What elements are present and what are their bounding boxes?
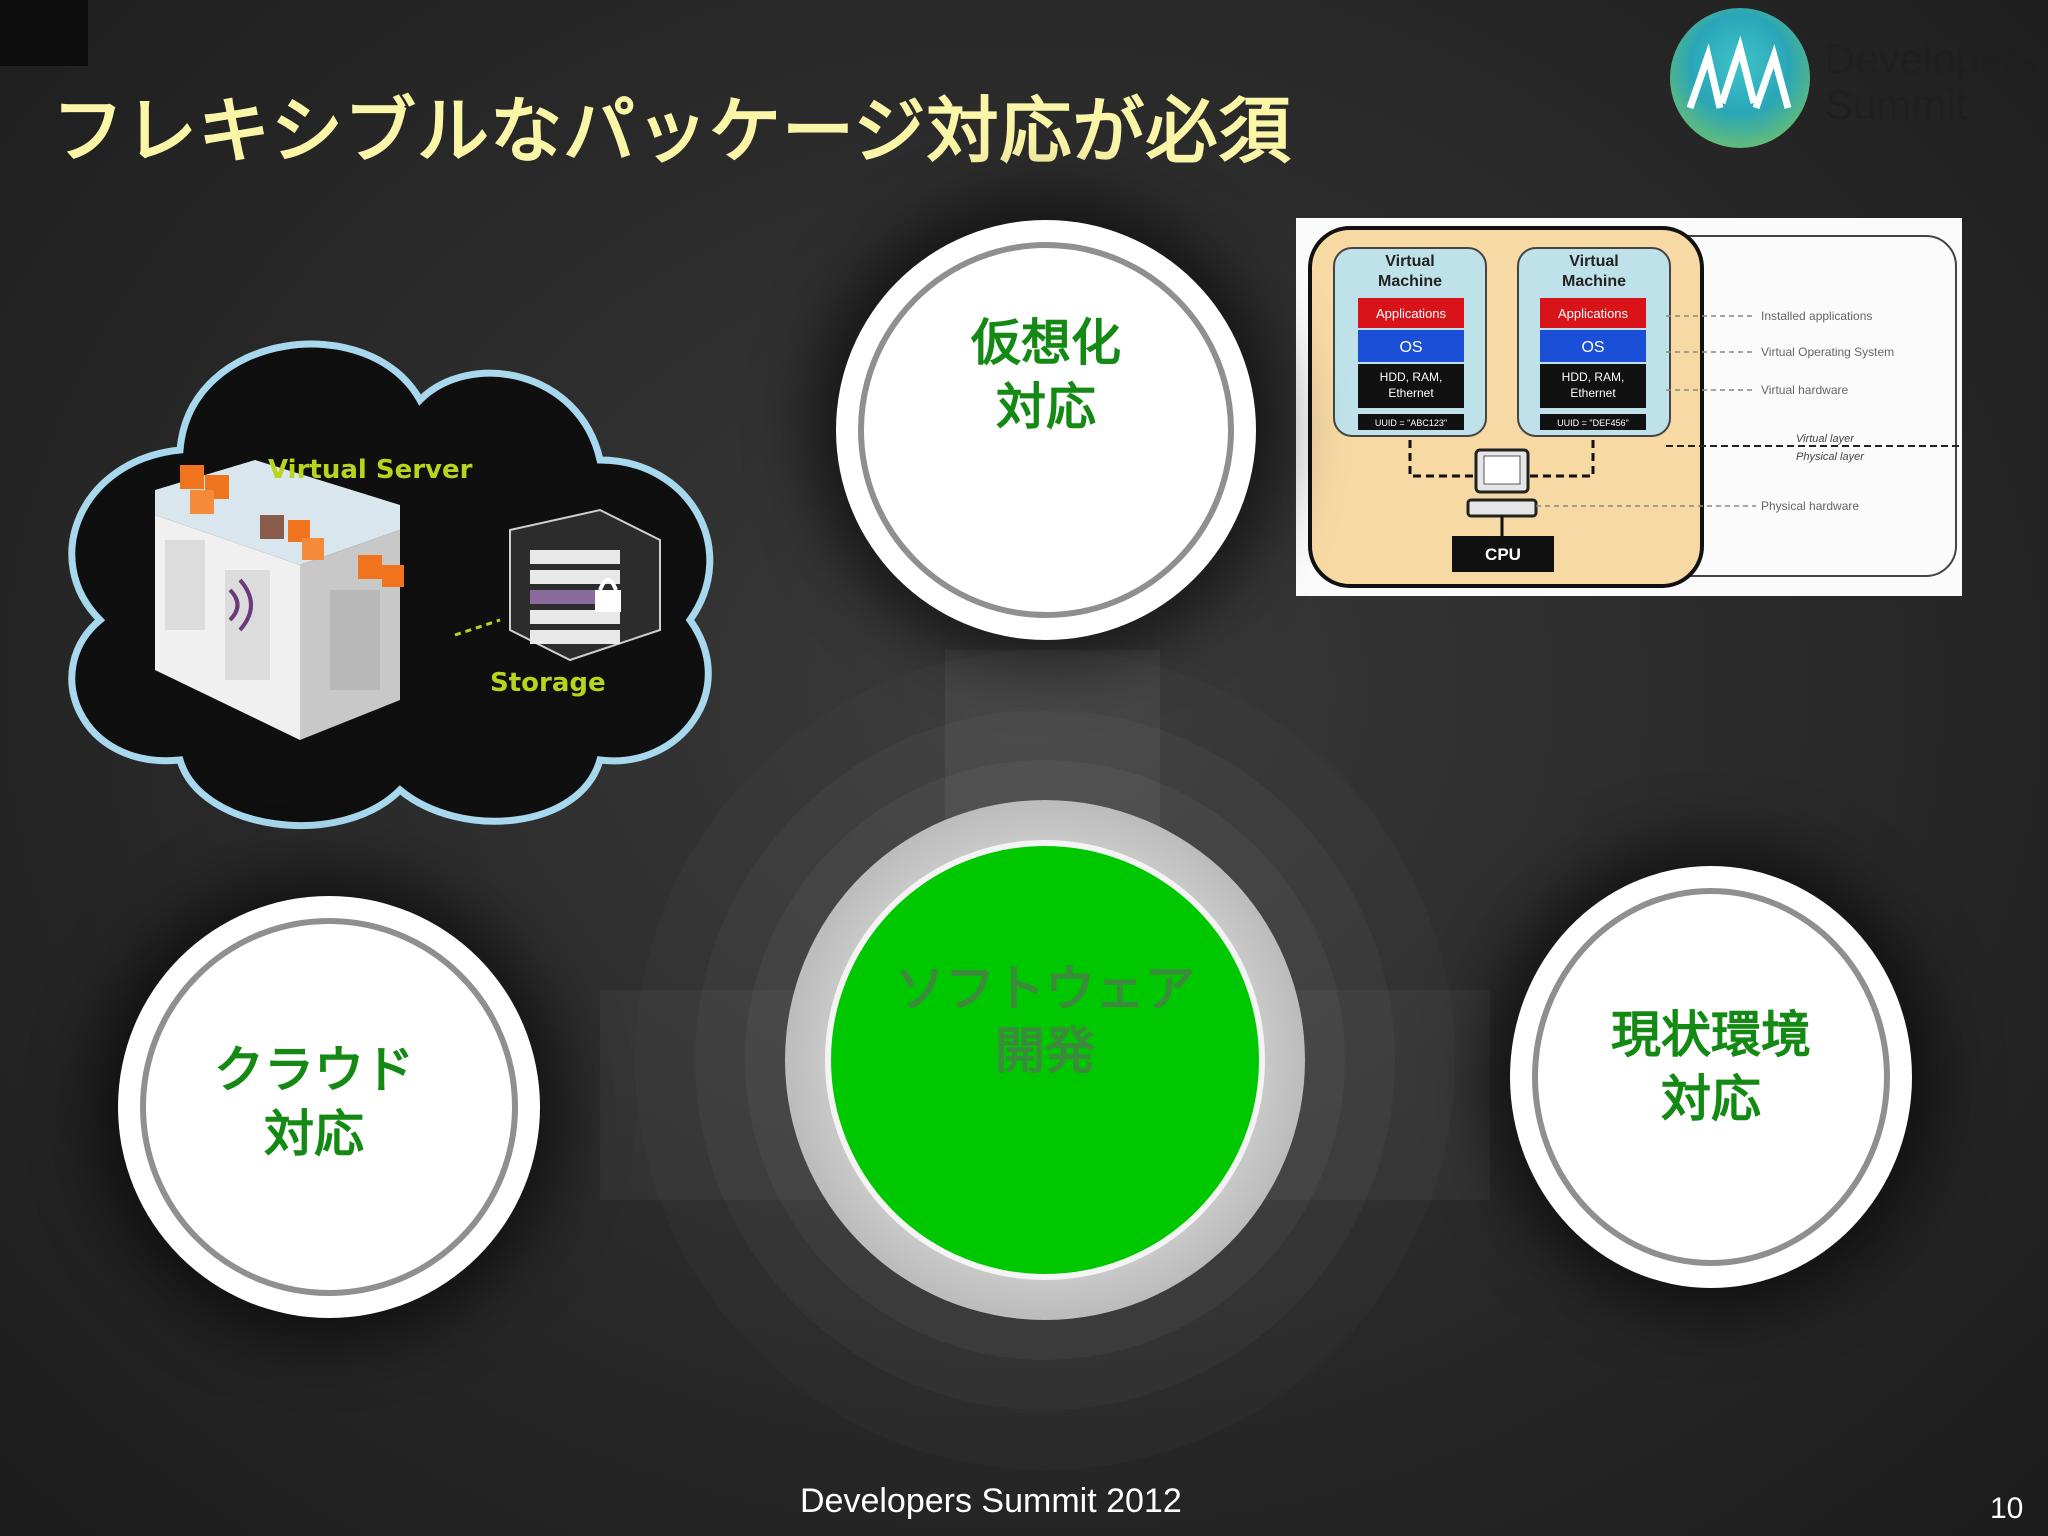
cloud-illustration: Virtual Server Storage bbox=[40, 290, 740, 850]
circle-software-dev-label: ソフトウェア 開発 bbox=[895, 958, 1195, 1082]
circle-software-dev-line2: 開発 bbox=[995, 1022, 1095, 1080]
slide-title: フレキシブルなパッケージ対応が必須 bbox=[52, 89, 1292, 173]
circle-cloud-line2: 対応 bbox=[264, 1105, 364, 1163]
annotation-vos: Virtual Operating System bbox=[1761, 345, 1894, 359]
center-inner-disc: ソフトウェア 開発 bbox=[825, 840, 1265, 1280]
computer-icon bbox=[1466, 448, 1538, 518]
vm1-uuid: UUID = "ABC123" bbox=[1375, 418, 1447, 428]
circle-current-env-label: 現状環境 対応 bbox=[1611, 1003, 1811, 1131]
vm1-title2: Machine bbox=[1378, 273, 1442, 290]
vm1-hw1: HDD, RAM, bbox=[1380, 370, 1443, 384]
circle-virtualization-label: 仮想化 対応 bbox=[971, 311, 1121, 439]
vm1-hw2: Ethernet bbox=[1388, 386, 1434, 400]
vm2-title2: Machine bbox=[1562, 273, 1626, 290]
vm1-title1: Virtual bbox=[1385, 253, 1435, 270]
annotation-player: Physical layer bbox=[1796, 451, 1865, 463]
virtual-server-label: Virtual Server bbox=[268, 455, 473, 485]
vm1-apps: Applications bbox=[1376, 306, 1447, 321]
storage-label: Storage bbox=[490, 668, 606, 698]
circle-current-env-line1: 現状環境 bbox=[1611, 1006, 1811, 1064]
circle-cloud-line1: クラウド bbox=[214, 1041, 414, 1099]
footer-text: Developers Summit 2012 bbox=[800, 1482, 1182, 1520]
annotation-vhw: Virtual hardware bbox=[1761, 383, 1848, 397]
vm2-os: OS bbox=[1581, 339, 1604, 356]
server-rack-icon bbox=[155, 460, 404, 740]
circle-software-dev-line1: ソフトウェア bbox=[895, 960, 1195, 1018]
annotation-phw: Physical hardware bbox=[1761, 499, 1859, 513]
vm2-uuid: UUID = "DEF456" bbox=[1557, 418, 1629, 428]
circle-cloud-label: クラウド 対応 bbox=[214, 1038, 414, 1166]
developers-summit-logo: Developers Summit bbox=[1670, 8, 2040, 148]
logo-text: Developers Summit bbox=[1825, 36, 2037, 128]
circle-virtualization-line2: 対応 bbox=[996, 378, 1096, 436]
logo-line1: Developers bbox=[1825, 35, 2038, 82]
vm2-title1: Virtual bbox=[1569, 253, 1619, 270]
circle-current-env-line2: 対応 bbox=[1661, 1070, 1761, 1128]
logo-line2: Summit bbox=[1825, 81, 1968, 128]
vm1-os: OS bbox=[1399, 339, 1422, 356]
corner-block bbox=[0, 0, 88, 66]
vm2-hw1: HDD, RAM, bbox=[1562, 370, 1625, 384]
circle-virtualization-line1: 仮想化 bbox=[971, 314, 1121, 372]
page-number: 10 bbox=[1990, 1492, 2024, 1525]
logo-emblem-icon bbox=[1670, 8, 1810, 148]
vm2-hw2: Ethernet bbox=[1570, 386, 1616, 400]
vm2-apps: Applications bbox=[1558, 306, 1629, 321]
circle-software-dev: ソフトウェア 開発 bbox=[785, 800, 1305, 1320]
cpu-label: CPU bbox=[1485, 545, 1521, 564]
annotation-installed: Installed applications bbox=[1761, 309, 1872, 323]
storage-icon bbox=[509, 508, 661, 662]
circle-virtualization: 仮想化 対応 bbox=[836, 220, 1256, 640]
vm-diagram: Virtual Machine Applications OS HDD, RAM… bbox=[1296, 218, 1962, 596]
circle-current-env: 現状環境 対応 bbox=[1510, 866, 1912, 1288]
circle-cloud: クラウド 対応 bbox=[118, 896, 540, 1318]
annotation-vlayer: Virtual layer bbox=[1796, 433, 1855, 445]
